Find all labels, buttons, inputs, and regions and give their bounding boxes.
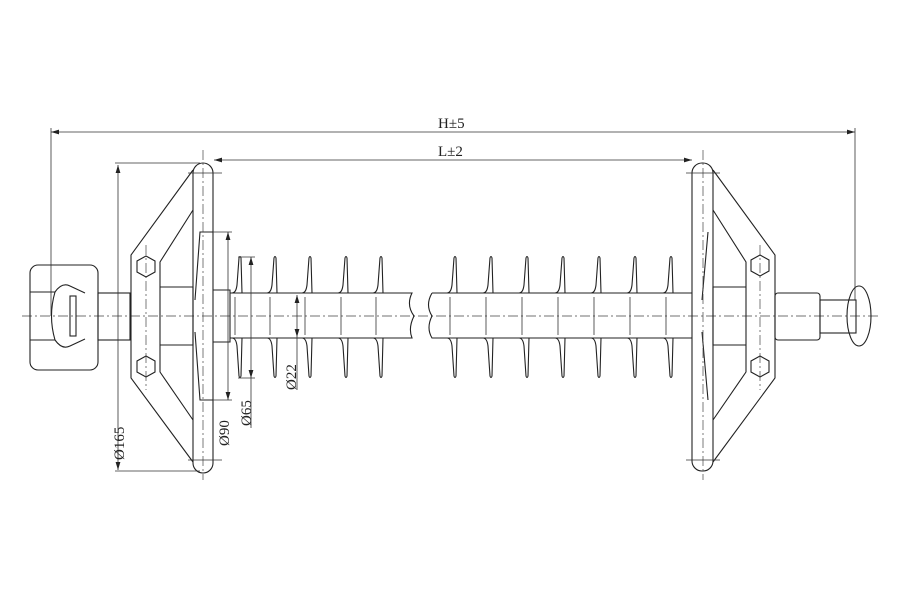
shed <box>518 255 530 379</box>
shed <box>482 255 494 379</box>
dimension-l: L±2 <box>214 144 692 163</box>
shed <box>590 255 602 379</box>
right-ball-fitting <box>774 285 872 347</box>
dimension-d22-label: Ø22 <box>284 364 300 390</box>
shed <box>337 255 349 379</box>
dimension-h-label: H±5 <box>438 116 465 132</box>
left-socket-fitting <box>29 264 131 371</box>
dimension-d65-label: Ø65 <box>239 400 255 426</box>
shed <box>662 255 674 379</box>
shed <box>554 255 566 379</box>
left-yoke <box>130 150 231 480</box>
dimension-d65: Ø65 <box>238 256 255 428</box>
insulator-core <box>230 292 692 339</box>
dimension-d165: Ø165 <box>112 162 200 472</box>
dimension-d22: Ø22 <box>284 295 300 390</box>
shed <box>626 255 638 379</box>
dimension-d165-label: Ø165 <box>112 427 128 460</box>
sheds <box>231 255 674 379</box>
shed <box>231 255 243 379</box>
dimension-l-label: L±2 <box>438 144 463 160</box>
shed <box>372 255 384 379</box>
dimension-d90: Ø90 <box>213 231 233 446</box>
shed <box>446 255 458 379</box>
right-yoke <box>686 150 776 480</box>
shed <box>266 255 278 379</box>
dimension-h: H±5 <box>50 116 856 316</box>
shed <box>301 255 313 379</box>
dimension-d90-label: Ø90 <box>217 420 233 446</box>
